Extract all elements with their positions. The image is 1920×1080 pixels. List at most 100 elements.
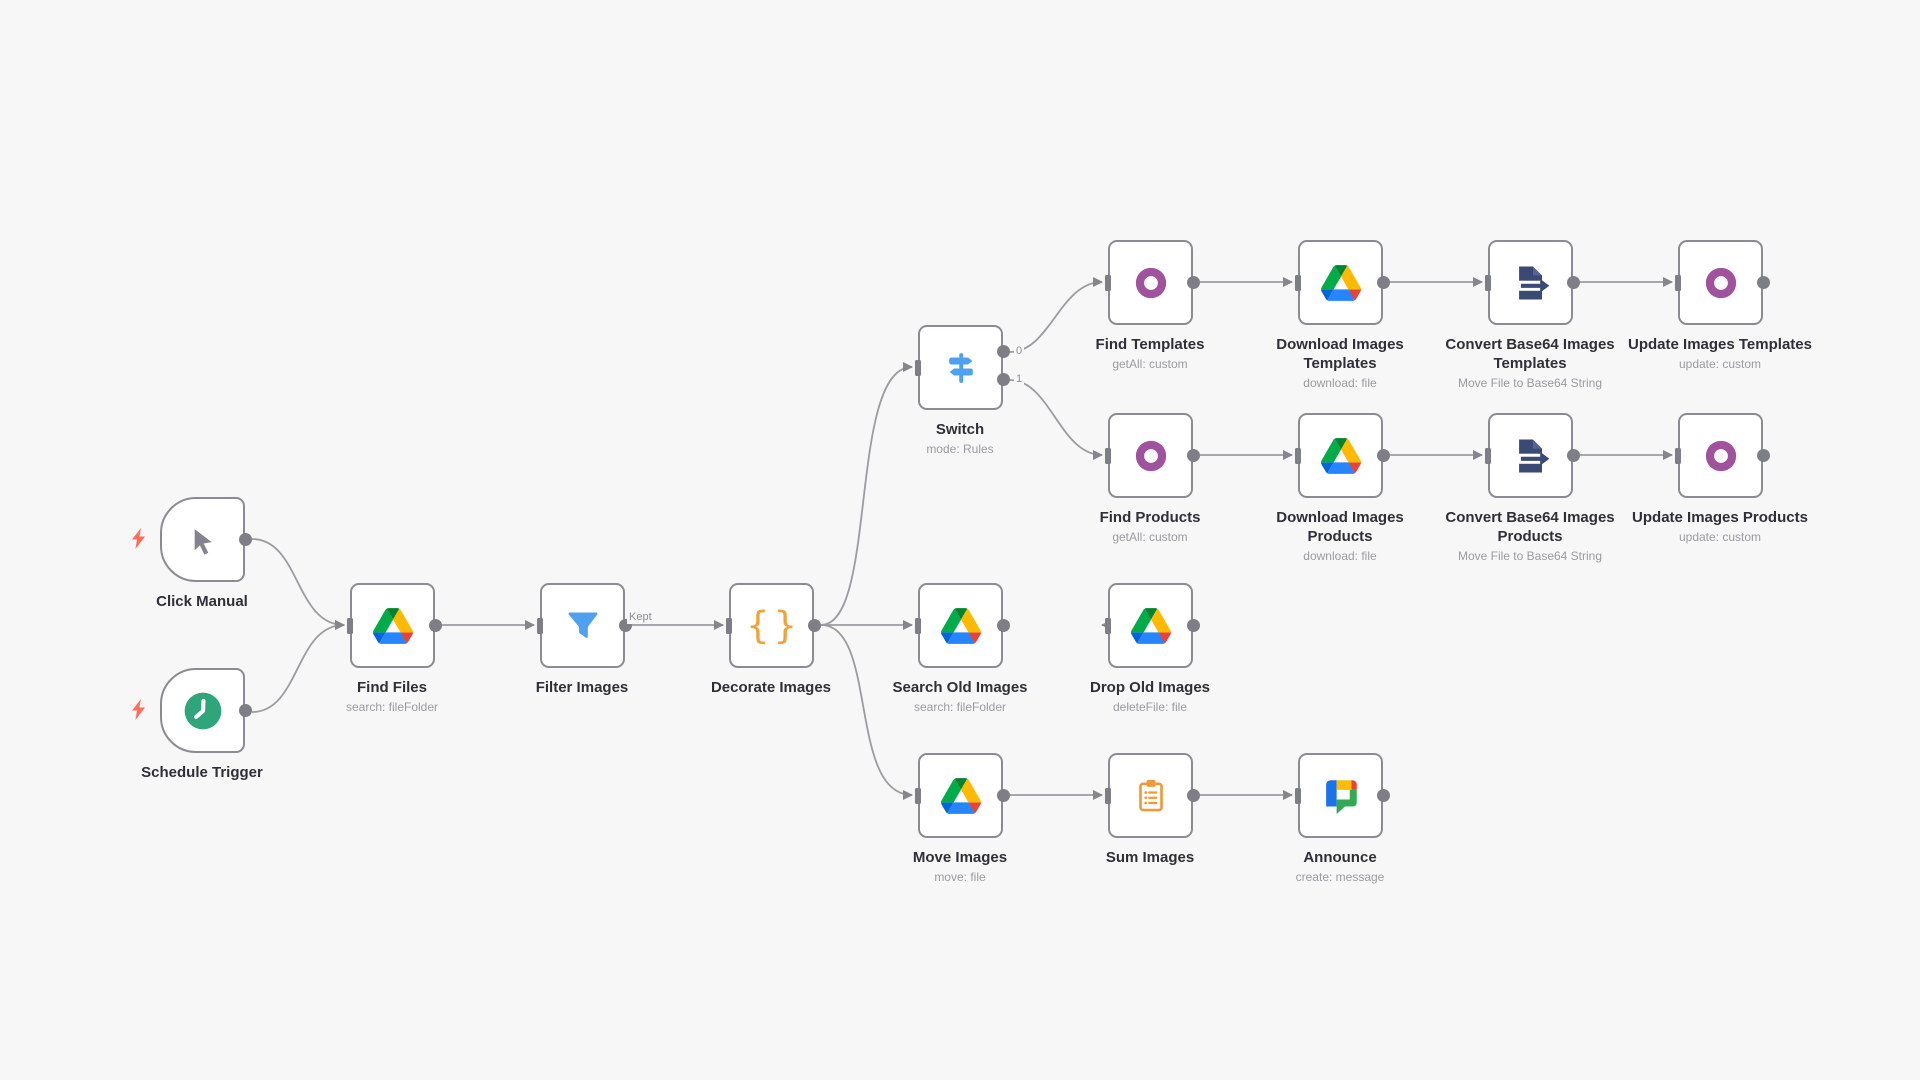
output-port[interactable] xyxy=(1187,789,1200,802)
node-label: Schedule Trigger xyxy=(141,764,263,781)
output-port[interactable] xyxy=(997,619,1010,632)
input-port[interactable] xyxy=(915,787,921,804)
node-box[interactable] xyxy=(918,753,1003,838)
node-box[interactable] xyxy=(1108,583,1193,668)
output-port[interactable] xyxy=(808,619,821,632)
connection-scheduletrigger-findfiles[interactable] xyxy=(251,620,345,713)
input-port[interactable] xyxy=(1295,787,1301,804)
node-switch[interactable]: Switch mode: Rules xyxy=(915,325,1010,456)
input-port[interactable] xyxy=(1105,274,1111,291)
output-port[interactable] xyxy=(1567,276,1580,289)
node-subtitle: mode: Rules xyxy=(926,442,994,456)
node-box[interactable] xyxy=(1298,413,1383,498)
node-sum-images[interactable]: Sum Images xyxy=(1105,753,1200,866)
input-port[interactable] xyxy=(1105,447,1111,464)
input-port[interactable] xyxy=(726,617,732,634)
node-box[interactable] xyxy=(350,583,435,668)
node-label: Download Images Templates xyxy=(1276,336,1404,372)
output-port[interactable] xyxy=(1377,789,1390,802)
node-decorate-images[interactable]: {} Decorate Images xyxy=(711,583,831,696)
output-port[interactable] xyxy=(1377,449,1390,462)
node-click-manual[interactable]: Click Manual xyxy=(132,497,252,610)
output-port[interactable] xyxy=(1187,276,1200,289)
input-port[interactable] xyxy=(915,617,921,634)
output-port-0[interactable] xyxy=(997,345,1010,358)
output-port[interactable] xyxy=(1567,449,1580,462)
node-schedule-trigger[interactable]: Schedule Trigger xyxy=(132,668,263,781)
output-port-1[interactable] xyxy=(997,373,1010,386)
node-box[interactable] xyxy=(160,497,245,582)
node-box[interactable] xyxy=(160,668,245,753)
node-download-images-products[interactable]: Download Images Products download: file xyxy=(1276,413,1404,563)
node-search-old-images[interactable]: Search Old Images search: fileFolder xyxy=(892,583,1028,714)
node-label: Update Images Products xyxy=(1632,509,1808,526)
input-port[interactable] xyxy=(1675,274,1681,291)
output-port[interactable] xyxy=(1377,276,1390,289)
node-box[interactable] xyxy=(1488,413,1573,498)
node-convert-base64-images-templates[interactable]: Convert Base64 Images Templates Move Fil… xyxy=(1445,240,1615,390)
node-drop-old-images[interactable]: Drop Old Images deleteFile: file xyxy=(1090,583,1210,714)
node-box[interactable] xyxy=(1298,240,1383,325)
node-filter-images[interactable]: Filter Images xyxy=(536,583,632,696)
node-box[interactable] xyxy=(1678,240,1763,325)
node-subtitle: deleteFile: file xyxy=(1112,700,1188,714)
node-move-images[interactable]: Move Images move: file xyxy=(913,753,1010,884)
node-announce[interactable]: Announce create: message xyxy=(1295,753,1390,884)
output-port[interactable] xyxy=(997,789,1010,802)
connection-decorateimages-switch[interactable] xyxy=(820,362,913,626)
google-drive-icon xyxy=(940,607,981,644)
node-label: Download Images Products xyxy=(1276,509,1404,545)
connection-decorateimages-moveimages[interactable] xyxy=(820,624,913,800)
node-label: Convert Base64 Images Templates xyxy=(1445,336,1615,372)
node-box[interactable] xyxy=(1298,753,1383,838)
connection-clickmanual-findfiles[interactable] xyxy=(251,538,345,630)
node-find-files[interactable]: Find Files search: fileFolder xyxy=(346,583,442,714)
input-port[interactable] xyxy=(1485,274,1491,291)
input-port[interactable] xyxy=(1295,447,1301,464)
input-port[interactable] xyxy=(1675,447,1681,464)
output-port[interactable] xyxy=(429,619,442,632)
node-box[interactable] xyxy=(918,583,1003,668)
node-subtitle: search: fileFolder xyxy=(345,700,439,714)
node-box[interactable] xyxy=(1108,240,1193,325)
switch-output-0-label: 0 xyxy=(1014,345,1025,358)
google-drive-icon xyxy=(940,777,981,814)
node-label: Move Images xyxy=(912,849,1008,866)
node-label: Click Manual xyxy=(156,593,248,610)
output-port[interactable] xyxy=(1187,449,1200,462)
output-port[interactable] xyxy=(1187,619,1200,632)
node-update-images-products[interactable]: Update Images Products update: custom xyxy=(1632,413,1808,544)
input-port[interactable] xyxy=(1105,617,1111,634)
input-port[interactable] xyxy=(915,359,921,376)
input-port[interactable] xyxy=(537,617,543,634)
node-box[interactable] xyxy=(1108,753,1193,838)
node-download-images-templates[interactable]: Download Images Templates download: file xyxy=(1276,240,1404,390)
node-box[interactable] xyxy=(540,583,625,668)
input-port[interactable] xyxy=(1485,447,1491,464)
node-update-images-templates[interactable]: Update Images Templates update: custom xyxy=(1628,240,1812,371)
input-port[interactable] xyxy=(1105,787,1111,804)
node-box[interactable] xyxy=(1488,240,1573,325)
clock-icon xyxy=(184,692,221,729)
node-box[interactable] xyxy=(1108,413,1193,498)
output-port[interactable] xyxy=(239,533,252,546)
node-box[interactable]: {} xyxy=(729,583,814,668)
node-convert-base64-images-products[interactable]: Convert Base64 Images Products Move File… xyxy=(1445,413,1615,563)
input-port[interactable] xyxy=(347,617,353,634)
node-box[interactable] xyxy=(1678,413,1763,498)
output-port[interactable] xyxy=(1757,449,1770,462)
node-box[interactable] xyxy=(918,325,1003,410)
input-port[interactable] xyxy=(1295,274,1301,291)
node-find-products[interactable]: Find Products getAll: custom xyxy=(1100,413,1200,544)
node-subtitle: Move File to Base64 String xyxy=(1457,549,1603,563)
node-subtitle: update: custom xyxy=(1678,357,1762,371)
node-find-templates[interactable]: Find Templates getAll: custom xyxy=(1096,240,1204,371)
node-subtitle: move: file xyxy=(934,870,986,884)
output-port[interactable] xyxy=(1757,276,1770,289)
clipboard-summary-icon xyxy=(1138,779,1163,811)
node-label: Find Files xyxy=(356,679,427,696)
ring-icon xyxy=(1135,267,1166,298)
output-port[interactable] xyxy=(239,704,252,717)
node-label: Find Products xyxy=(1099,509,1201,526)
